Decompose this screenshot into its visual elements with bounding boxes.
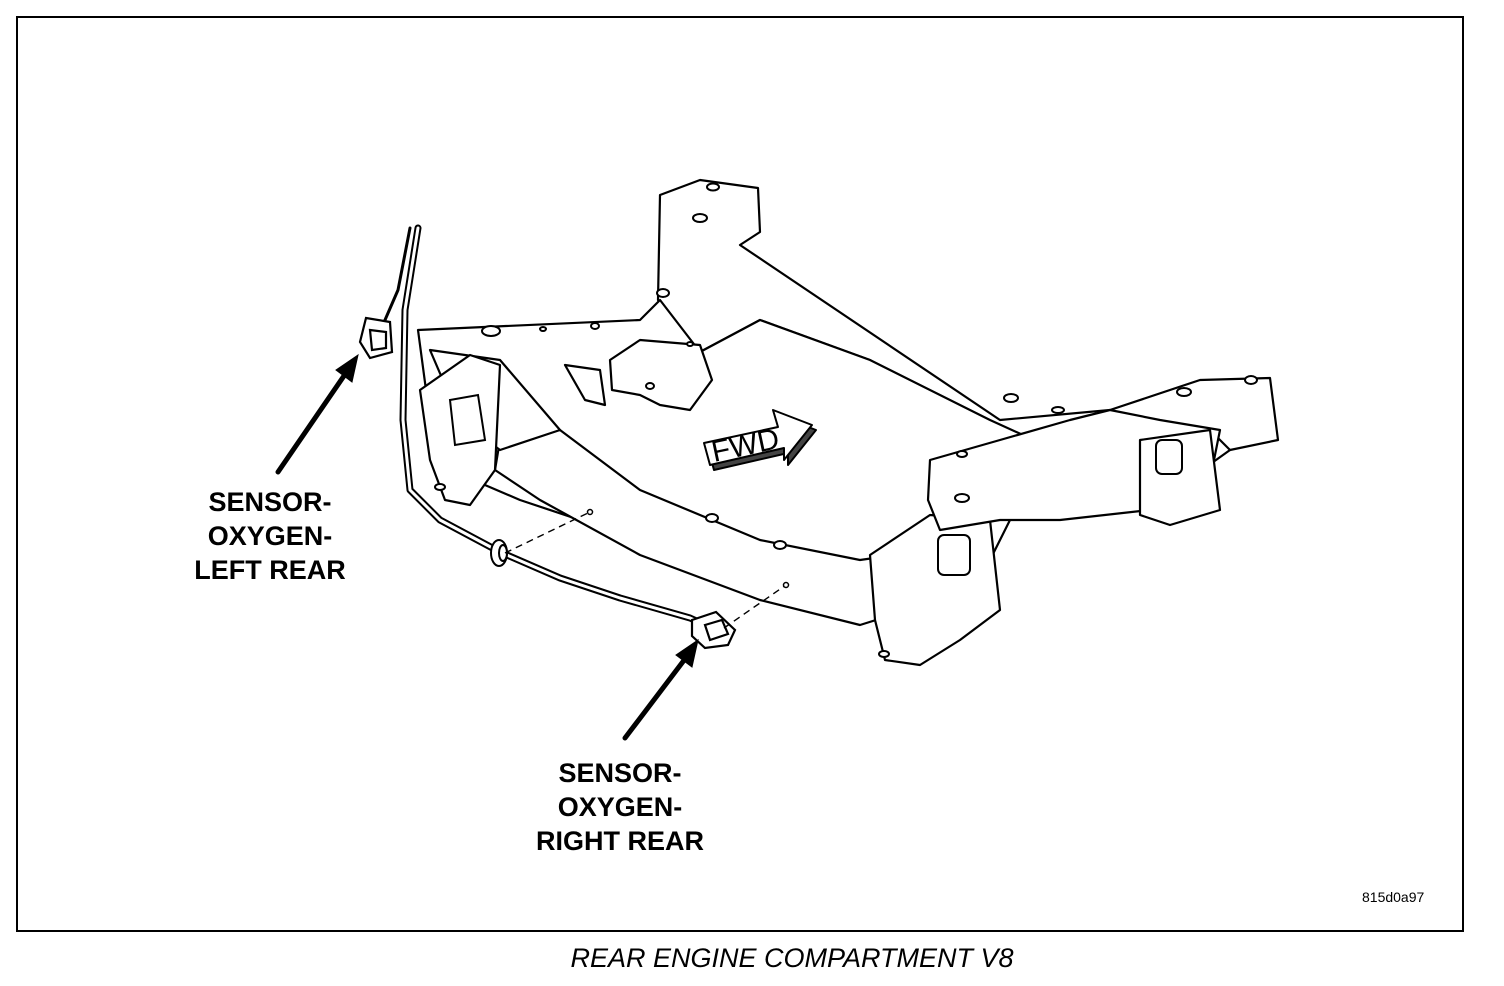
right-rear-sensor-connector (690, 610, 737, 650)
callout-arrow-right (622, 638, 699, 741)
callout-line: OXYGEN- (207, 521, 333, 551)
callout-line: OXYGEN- (557, 792, 683, 822)
small-bracket (563, 363, 607, 407)
left-rear-sensor-connector (358, 316, 394, 360)
center-bracket (608, 338, 714, 412)
figure-id: 815d0a97 (1362, 889, 1425, 905)
fwd-arrow: FWD (703, 409, 817, 471)
callout-arrow-left (275, 353, 359, 475)
callout-left-rear-oxygen-sensor: SENSOR- OXYGEN- LEFT REAR (170, 485, 370, 587)
callout-line: RIGHT REAR (536, 826, 704, 856)
callout-line: SENSOR- (208, 487, 332, 517)
callout-line: SENSOR- (558, 758, 682, 788)
callout-right-rear-oxygen-sensor: SENSOR- OXYGEN- RIGHT REAR (520, 756, 720, 858)
callout-line: LEFT REAR (194, 555, 346, 585)
figure-caption: REAR ENGINE COMPARTMENT V8 (570, 943, 1014, 973)
